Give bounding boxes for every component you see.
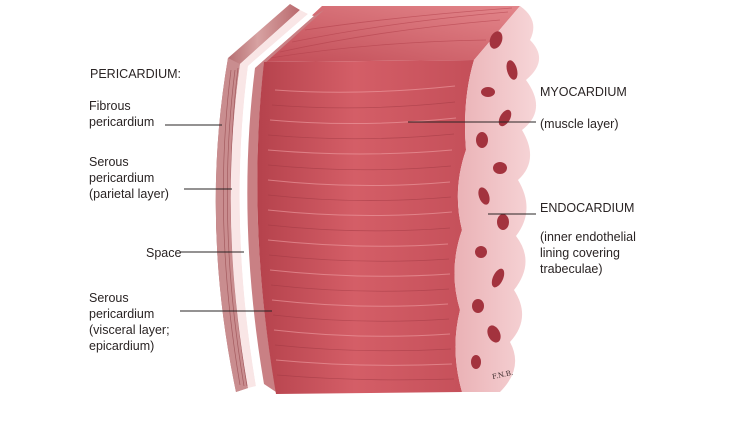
fibrous-pericardium-front <box>215 58 248 392</box>
label-myocardium-subtitle: (muscle layer) <box>540 117 619 131</box>
leader-lines <box>165 121 536 312</box>
myocardium-fibers-dark <box>267 101 456 381</box>
label-myocardium-title: MYOCARDIUM <box>540 85 627 99</box>
label-endocardium-subtitle: (inner endothelial lining covering trabe… <box>540 230 636 276</box>
myocardium-front <box>257 60 474 394</box>
endocardium-trabeculae <box>454 6 540 392</box>
label-pericardium: PERICARDIUM: <box>90 67 181 81</box>
top-surface-fibers <box>269 7 513 59</box>
label-fibrous-pericardium: Fibrous pericardium <box>89 99 155 129</box>
label-space: Space <box>146 246 182 260</box>
label-endocardium-title: ENDOCARDIUM <box>540 201 635 215</box>
myocardium-fibers-light <box>267 85 457 366</box>
myocardium-top-surface <box>262 6 520 62</box>
label-serous-visceral: Serous pericardium (visceral layer; epic… <box>89 291 170 353</box>
label-serous-parietal: Serous pericardium (parietal layer) <box>89 155 169 201</box>
